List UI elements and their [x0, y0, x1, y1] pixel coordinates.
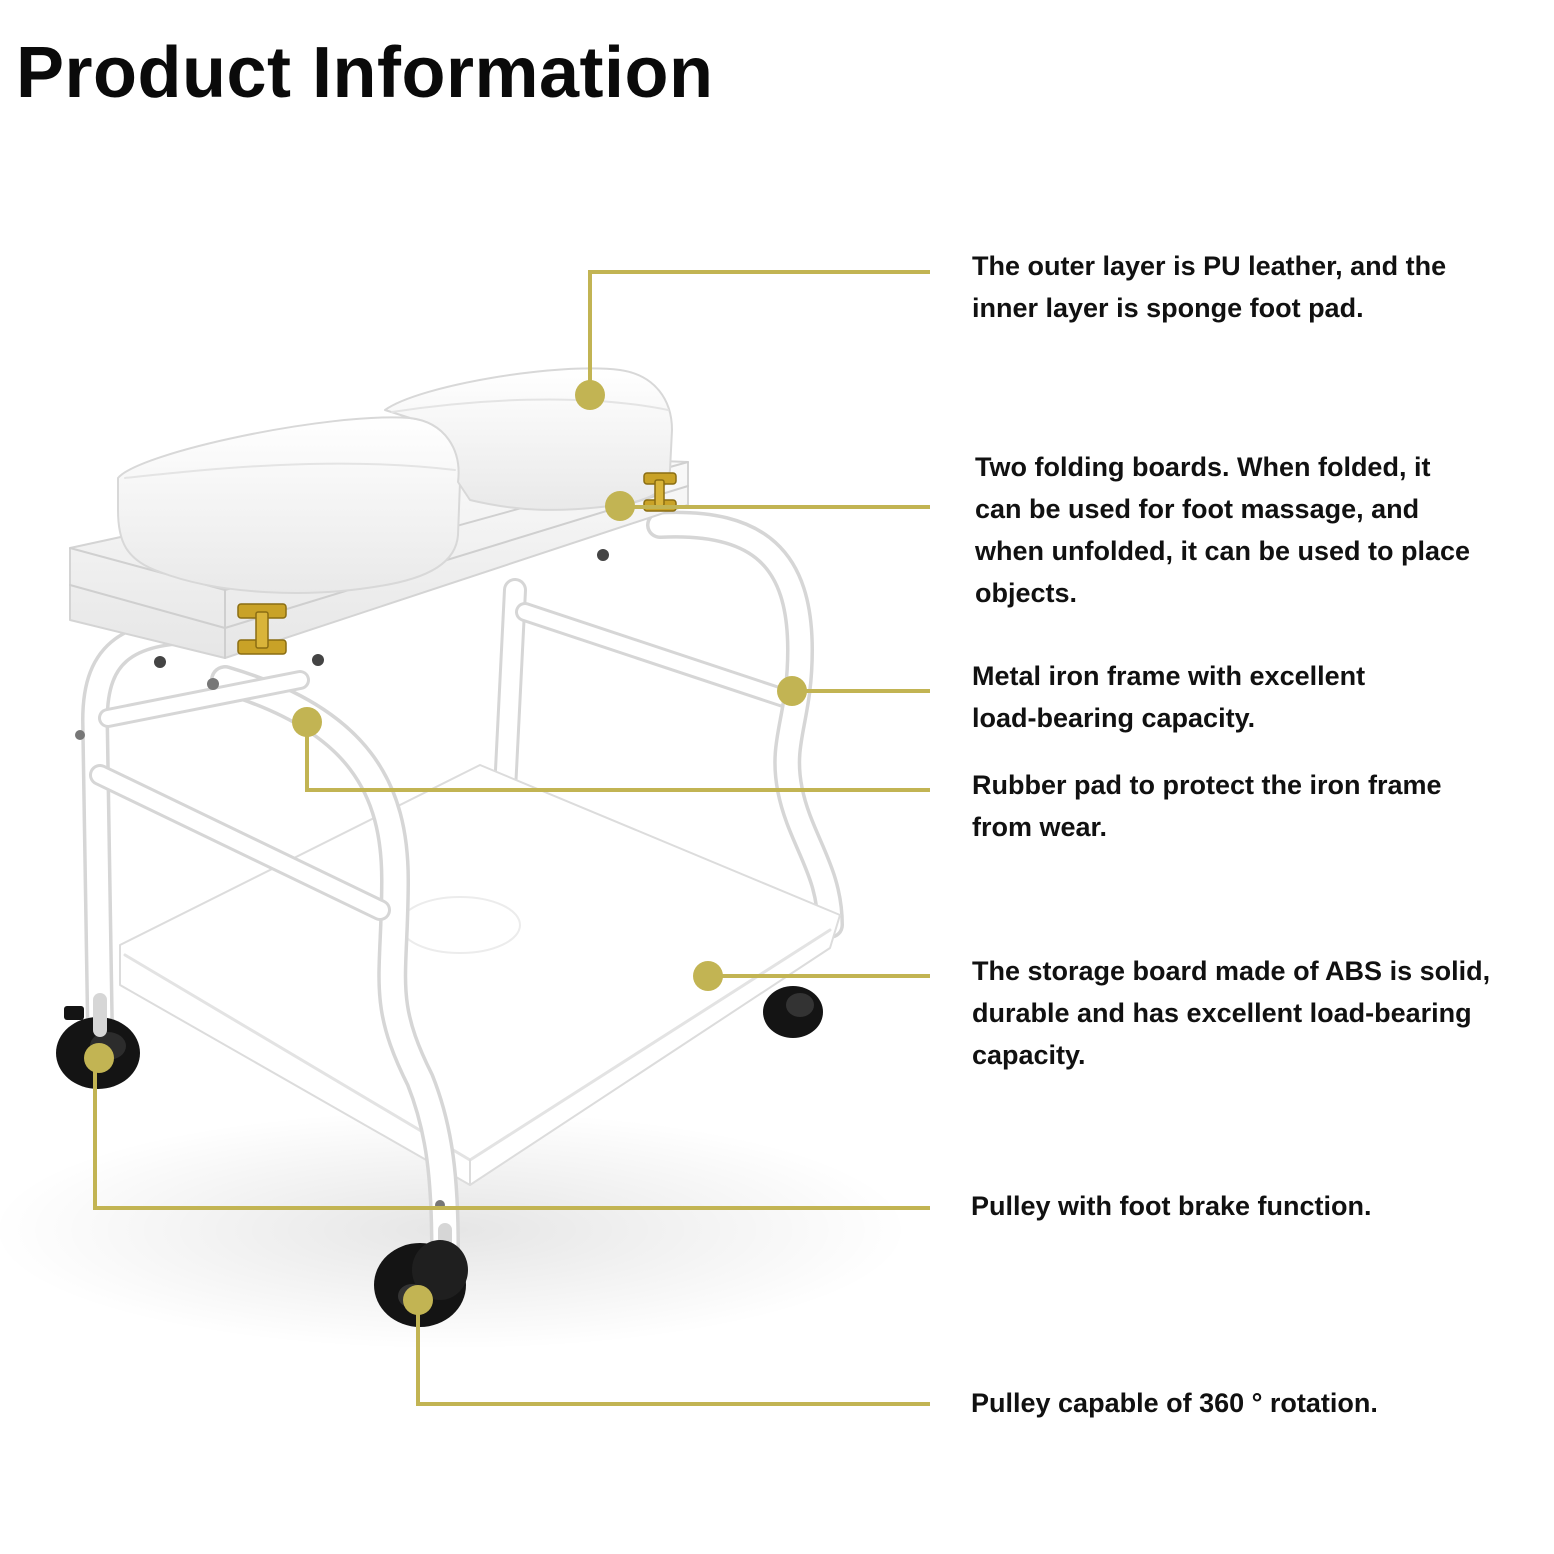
- leader-line-swivel-pulley: [416, 1300, 930, 1406]
- callout-pu-leather-pad: The outer layer is PU leather, and the i…: [972, 251, 1447, 323]
- callout-brake-pulley: Pulley with foot brake function.: [971, 1191, 1372, 1221]
- hinge-front: [237, 603, 287, 655]
- callout-dot-brake-pulley: [84, 1043, 114, 1073]
- caster-front-right: [374, 1223, 468, 1327]
- callout-dot-swivel-pulley: [403, 1285, 433, 1315]
- callout-dot-pu-leather: [575, 380, 605, 410]
- trolley: [56, 367, 844, 1327]
- caster-rear: [763, 986, 823, 1038]
- callout-metal-frame: Metal iron frame with excellent load-bea…: [972, 661, 1366, 733]
- callout-dots: [84, 380, 807, 1315]
- callout-folding-boards: Two folding boards. When folded, it can …: [975, 452, 1471, 608]
- callout-rubber-pad: Rubber pad to protect the iron frame fro…: [972, 770, 1442, 842]
- leader-line-rubber-pad: [305, 722, 930, 792]
- page-title: Product Information: [16, 33, 714, 113]
- back-frame: [493, 510, 844, 939]
- callout-swivel-pulley: Pulley capable of 360 ° rotation.: [971, 1388, 1378, 1418]
- callout-dot-storage-board: [693, 961, 723, 991]
- leader-line-pu-leather: [588, 270, 930, 395]
- callout-dot-rubber-pad: [292, 707, 322, 737]
- cushion-left: [117, 416, 462, 594]
- callout-dot-folding-boards: [605, 491, 635, 521]
- callout-dot-metal-frame: [777, 676, 807, 706]
- leader-line-brake-pulley: [93, 1058, 930, 1210]
- callout-leaders: [93, 270, 930, 1406]
- callout-storage-board: The storage board made of ABS is solid, …: [972, 956, 1491, 1070]
- front-frame: [75, 616, 460, 1265]
